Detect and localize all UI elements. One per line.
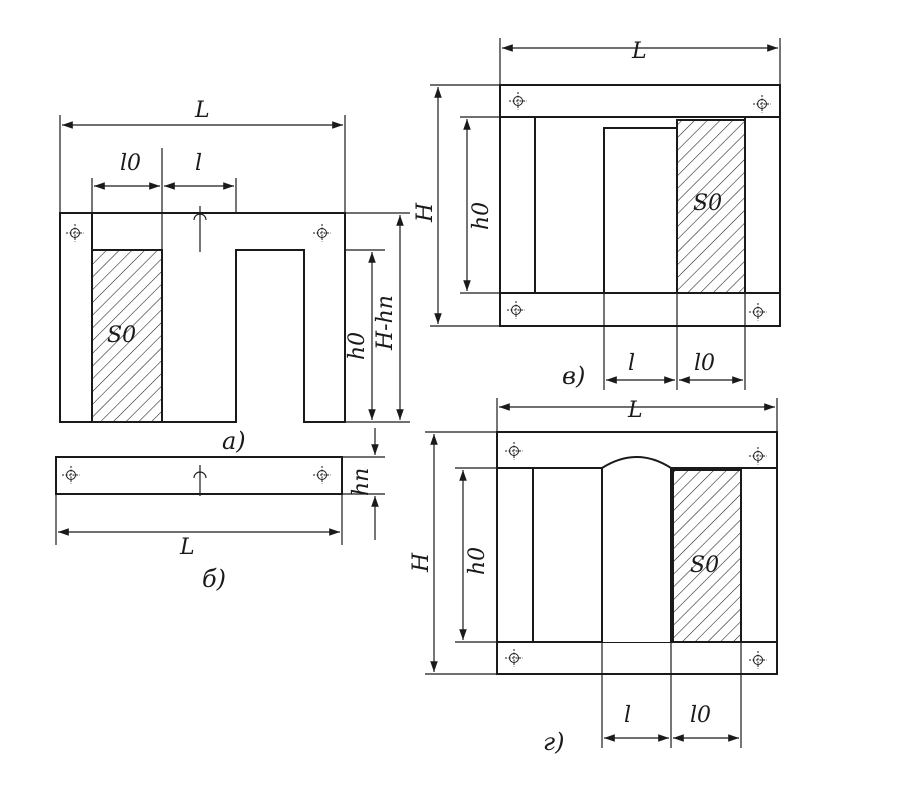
panel-g-center-leg (601, 456, 672, 642)
panel-g-label-S0: S0 (690, 553, 719, 578)
panel-a-window-hatched (91, 249, 163, 423)
panel-b-strip (55, 456, 343, 495)
panel-g-label-l0: l0 (690, 703, 711, 728)
panel-g-caption: г) (543, 728, 565, 756)
panel-g-label-H: H (409, 552, 434, 573)
panel-a-label-S0: S0 (107, 323, 136, 348)
panel-v-label-L: L (631, 39, 647, 64)
panel-v-assembled-core: L H h0 S0 l l0 в) (413, 38, 781, 390)
panel-a-label-H-hn: H-hn (373, 295, 398, 351)
panel-v-window-hatched (676, 119, 746, 294)
panel-a-bolt-hole-right (312, 223, 332, 243)
panel-a-center-mark (193, 206, 207, 252)
panel-v-label-l: l (628, 351, 635, 376)
panel-a-label-l: l (195, 151, 202, 176)
panel-g-assembled-core: L H h0 S0 l l0 г) (409, 398, 778, 756)
panel-b-label-hn: hn (349, 468, 374, 496)
panel-g-label-l: l (624, 703, 631, 728)
panel-a-label-L: L (194, 98, 210, 123)
panel-g-label-L: L (627, 398, 643, 423)
panel-a-label-l0: l0 (120, 151, 141, 176)
panel-b-caption: б) (202, 565, 226, 593)
panel-b-center-mark (193, 465, 207, 496)
panel-b-i-lamination: hn L б) (55, 428, 385, 593)
panel-b-label-L: L (179, 535, 195, 560)
panel-a-caption: а) (222, 427, 246, 455)
panel-a-label-h0: h0 (345, 332, 370, 360)
panel-v-caption: в) (562, 362, 585, 390)
panel-v-label-H: H (413, 202, 438, 223)
panel-v-label-l0: l0 (694, 351, 715, 376)
panel-g-window-hatched (672, 469, 742, 643)
panel-v-label-h0: h0 (469, 202, 494, 230)
panel-a-bolt-hole-left (65, 223, 85, 243)
panel-a-e-lamination: L l0 l S0 h0 H-hn а) (59, 98, 410, 455)
panel-g-label-h0: h0 (465, 547, 490, 575)
panel-v-center-leg (603, 127, 678, 294)
panel-v-label-S0: S0 (693, 191, 722, 216)
